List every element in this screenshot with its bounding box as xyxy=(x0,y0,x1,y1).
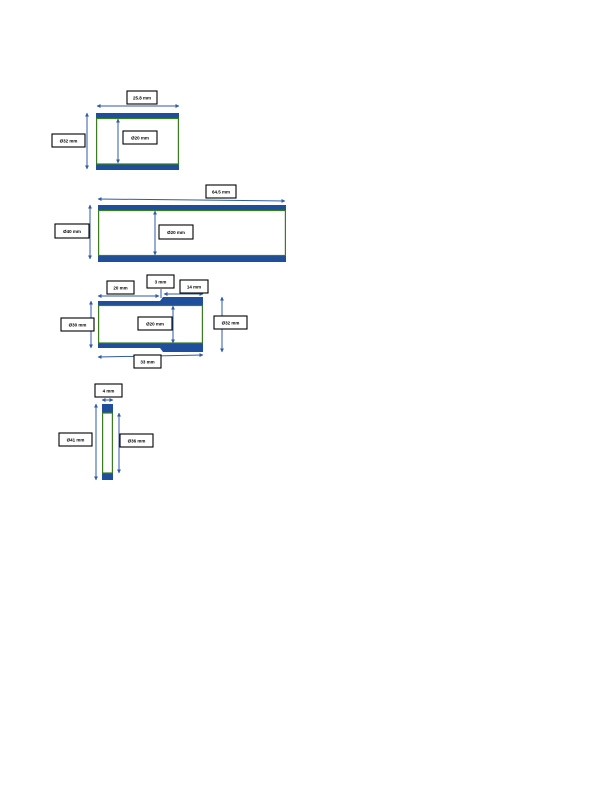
part-3: 20 mm 3 mm 14 mm 33 mm Ø30 mm Ø20 mm Ø32… xyxy=(60,274,248,369)
svg-text:Ø32 mm: Ø32 mm xyxy=(60,139,78,144)
part-4-bore xyxy=(101,412,113,474)
part-4-od-label: Ø41 mm xyxy=(58,432,93,447)
part-2-length-arrow xyxy=(97,197,286,203)
svg-text:33 mm: 33 mm xyxy=(140,360,154,365)
svg-text:Ø20 mm: Ø20 mm xyxy=(146,322,164,327)
part-4-id-label: Ø36 mm xyxy=(119,433,154,448)
part-3-chamfer-label: 3 mm xyxy=(146,274,175,289)
svg-text:Ø30 mm: Ø30 mm xyxy=(69,323,87,328)
part-1: 25.8 mm Ø32 mm Ø20 mm xyxy=(51,90,180,170)
svg-text:3 mm: 3 mm xyxy=(155,280,167,285)
part-3-od-right-label: Ø32 mm xyxy=(213,315,248,330)
svg-text:14 mm: 14 mm xyxy=(187,285,201,290)
svg-text:20 mm: 20 mm xyxy=(113,286,127,291)
part-2-od-label: Ø40 mm xyxy=(54,223,90,239)
svg-text:Ø41 mm: Ø41 mm xyxy=(67,438,85,443)
part-1-od-label: Ø32 mm xyxy=(51,133,86,148)
svg-text:Ø40 mm: Ø40 mm xyxy=(63,229,81,234)
svg-text:64.5 mm: 64.5 mm xyxy=(212,190,230,195)
svg-text:Ø36 mm: Ø36 mm xyxy=(128,439,146,444)
part-2: 64.5 mm Ø40 mm Ø20 mm xyxy=(54,184,287,262)
part-4-thickness-label: 4 mm xyxy=(94,383,123,398)
part-1-id-label: Ø20 mm xyxy=(122,130,158,145)
part-2-length-label: 64.5 mm xyxy=(205,184,237,199)
part-1-length-label: 25.8 mm xyxy=(126,90,158,105)
svg-text:Ø20 mm: Ø20 mm xyxy=(131,136,149,141)
part-4: 4 mm Ø41 mm Ø36 mm xyxy=(58,383,154,481)
part-3-id-label: Ø20 mm xyxy=(137,316,173,331)
part-2-id-label: Ø20 mm xyxy=(158,224,194,240)
svg-text:4 mm: 4 mm xyxy=(103,389,115,394)
part-3-total-length-label: 33 mm xyxy=(133,354,162,369)
part-3-segment-1-label: 20 mm xyxy=(106,280,135,295)
part-3-segment-2-label: 14 mm xyxy=(179,279,209,294)
part-3-od-left-label: Ø30 mm xyxy=(60,317,95,332)
svg-text:25.8 mm: 25.8 mm xyxy=(133,96,151,101)
svg-text:Ø20 mm: Ø20 mm xyxy=(167,230,185,235)
svg-text:Ø32 mm: Ø32 mm xyxy=(222,321,240,326)
